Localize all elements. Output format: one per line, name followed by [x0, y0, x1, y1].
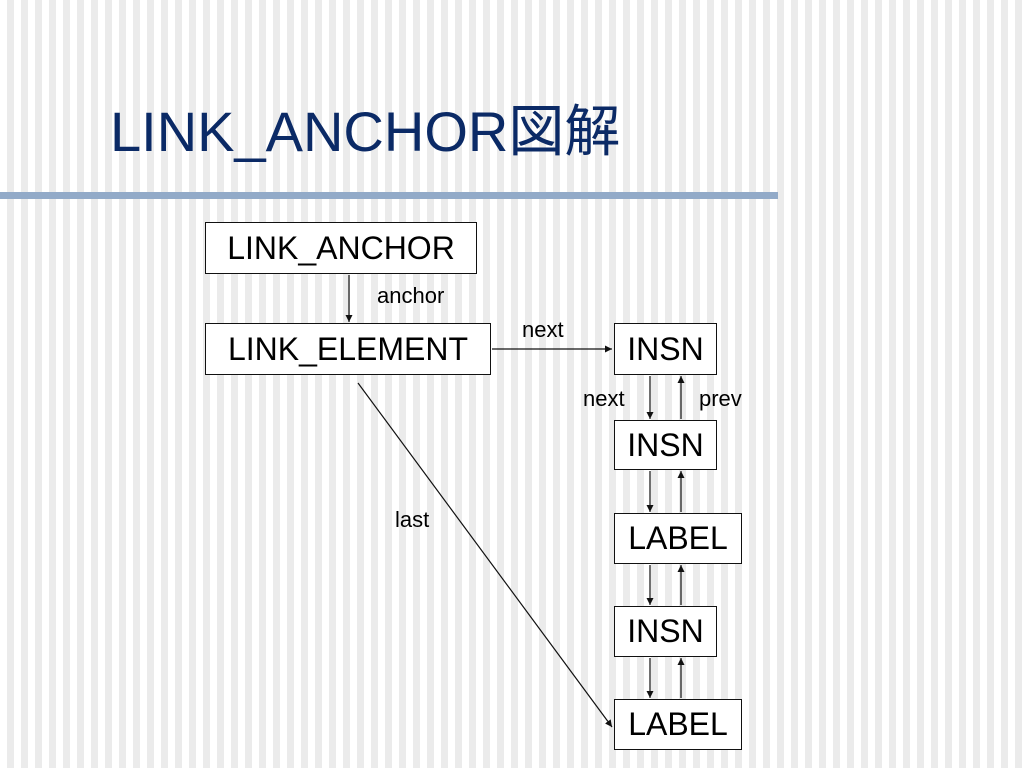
slide-title: LINK_ANCHOR図解 [110, 100, 621, 163]
label-node-1: LABEL [614, 513, 742, 564]
next-edge-label-top: next [522, 317, 564, 342]
last-arrow [357, 382, 613, 728]
insn-node-3: INSN [614, 606, 717, 657]
label-node-2: LABEL [614, 699, 742, 750]
anchor-edge-label: anchor [377, 283, 445, 308]
link-anchor-node: LINK_ANCHOR [205, 222, 477, 274]
insn-node-1: INSN [614, 323, 717, 375]
title-divider [0, 192, 778, 199]
next-edge-label-chain: next [583, 386, 625, 411]
prev-edge-label-chain: prev [699, 386, 742, 411]
last-edge-label: last [395, 507, 430, 532]
insn-node-2: INSN [614, 420, 717, 470]
link-element-node: LINK_ELEMENT [205, 323, 491, 375]
